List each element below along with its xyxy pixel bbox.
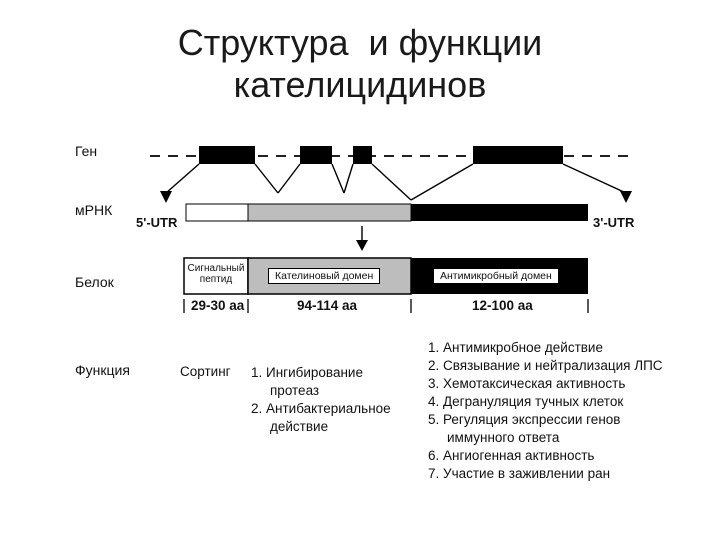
signal-length: 29-30 аа bbox=[191, 298, 245, 313]
utr5-label: 5'-UTR bbox=[136, 215, 178, 230]
title-line-1: Структура и функции bbox=[177, 22, 543, 63]
protein-signal-segment bbox=[183, 257, 249, 295]
exon-4 bbox=[473, 146, 563, 164]
splice-line-right bbox=[562, 163, 627, 194]
row-label-protein: Белок bbox=[75, 274, 114, 290]
splice-line-e3-e4b bbox=[410, 163, 474, 201]
antimicrobial-length: 12-100 аа bbox=[472, 298, 533, 313]
splice-line-e2-e3a bbox=[331, 163, 345, 194]
antimicrobial-function-list: 1. Антимикробное действие 2. Связывание … bbox=[428, 339, 663, 483]
antimicrobial-function-5: 5. Регуляция экспрессии генов bbox=[428, 412, 621, 427]
row-label-function: Функция bbox=[75, 362, 130, 378]
signal-peptide-line-1: Сигнальный bbox=[187, 263, 245, 274]
antimicrobial-function-3: 3. Хемотаксическая активность bbox=[428, 376, 626, 391]
antimicrobial-function-7: 7. Участие в заживлении ран bbox=[428, 466, 611, 481]
antimicrobial-function-1: 1. Антимикробное действие bbox=[428, 340, 603, 355]
mrna-cathelin-segment bbox=[247, 203, 412, 222]
cathelin-function-1-cont: протеаз bbox=[270, 383, 320, 398]
cathelin-function-2: 2. Антибактериальное bbox=[251, 401, 391, 416]
cathelin-function-list: 1. Ингибирование протеаз 2. Антибактериа… bbox=[251, 364, 391, 436]
exon-3 bbox=[353, 146, 372, 164]
antimicrobial-function-2: 2. Связывание и нейтрализация ЛПС bbox=[428, 358, 663, 373]
splice-line-left bbox=[165, 163, 200, 194]
cathelin-length: 94-114 аа bbox=[297, 298, 358, 313]
splice-line-e1-e2a bbox=[254, 163, 279, 194]
utr3-label: 3'-UTR bbox=[593, 215, 635, 230]
antimicrobial-function-4: 4. Дегрануляция тучных клеток bbox=[428, 394, 624, 409]
signal-peptide-line-2: пептид bbox=[199, 274, 233, 285]
sorting-label: Сортинг bbox=[180, 364, 231, 379]
splice-line-e3-e4a bbox=[371, 163, 412, 201]
cathelin-function-1: 1. Ингибирование bbox=[251, 365, 363, 380]
mrna-right-arrowhead bbox=[620, 191, 632, 203]
exon-1 bbox=[199, 146, 255, 164]
splice-line-e1-e2b bbox=[277, 163, 301, 194]
mrna-antimicrobial-segment bbox=[411, 204, 588, 221]
signal-peptide-label: Сигнальный пептид bbox=[185, 263, 247, 285]
title-line-2: кателицидинов bbox=[233, 64, 487, 105]
slide-title: Структура и функции кателицидинов bbox=[0, 22, 720, 106]
exon-2 bbox=[300, 146, 332, 164]
cathelin-domain-label: Кателиновый домен bbox=[268, 268, 381, 284]
mrna-utr5-segment bbox=[185, 203, 249, 222]
splice-line-e2-e3b bbox=[343, 163, 354, 194]
mrna-left-arrowhead bbox=[160, 191, 172, 203]
row-label-gene: Ген bbox=[75, 143, 98, 159]
cathelin-function-2-cont: действие bbox=[270, 419, 329, 434]
antimicrobial-function-6: 6. Ангиогенная активность bbox=[428, 448, 595, 463]
antimicrobial-domain-label: Антимикробный домен bbox=[433, 268, 559, 284]
row-label-mrna: мРНК bbox=[75, 202, 113, 218]
translation-arrowhead bbox=[356, 240, 368, 251]
antimicrobial-function-5-cont: иммунного ответа bbox=[447, 430, 560, 445]
